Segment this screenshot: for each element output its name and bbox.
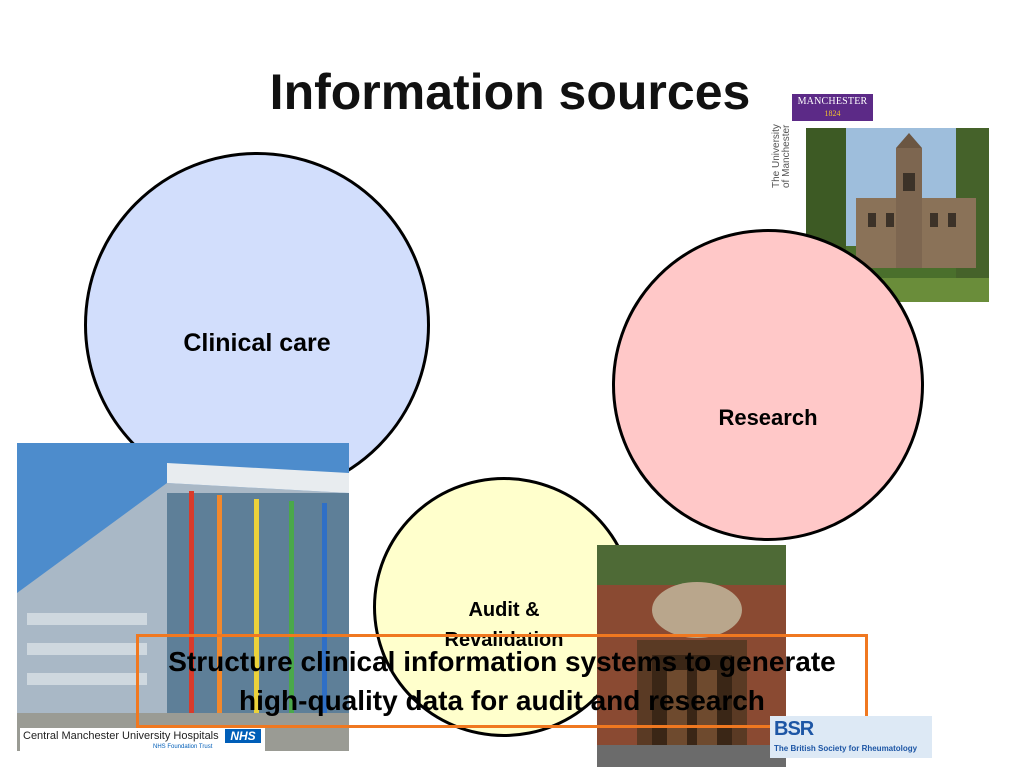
research-label: Research xyxy=(718,405,818,430)
callout-line2: high-quality data for audit and research xyxy=(239,685,765,716)
nhs-trust-label: NHS Foundation Trust xyxy=(153,744,213,750)
bsr-mark: BSR xyxy=(774,718,814,740)
manchester-logo-name: MANCHESTER xyxy=(797,96,868,107)
research-circle: Research xyxy=(612,229,924,541)
audit-label-line1: Audit & xyxy=(468,599,540,621)
callout-box: Structure clinical information systems t… xyxy=(136,634,868,728)
university-vertical-line2: of Manchester xyxy=(781,124,792,188)
university-of-manchester-logo: MANCHESTER 1824 xyxy=(792,94,873,121)
university-vertical-text: The University of Manchester xyxy=(771,124,792,188)
manchester-logo-year: 1824 xyxy=(824,109,841,118)
audit-revalidation-circle: Audit & Revalidation xyxy=(373,477,635,737)
clinical-care-circle: Clinical care xyxy=(84,152,430,498)
bsr-full-name: The British Society for Rheumatology xyxy=(774,744,918,753)
clinical-care-label: Clinical care xyxy=(183,328,331,357)
cmuh-nhs-logo: Central Manchester University Hospitals … xyxy=(20,728,265,754)
callout-text: Structure clinical information systems t… xyxy=(168,642,836,720)
hospital-building-photo xyxy=(17,443,349,751)
slide-title: Information sources xyxy=(269,64,751,120)
bridge-house-entrance-photo xyxy=(597,545,786,767)
nhs-badge: NHS xyxy=(225,729,261,743)
cmuh-name: Central Manchester University Hospitals xyxy=(23,730,219,742)
bsr-logo: BSR The British Society for Rheumatology xyxy=(770,716,932,758)
callout-line1: Structure clinical information systems t… xyxy=(168,645,836,677)
